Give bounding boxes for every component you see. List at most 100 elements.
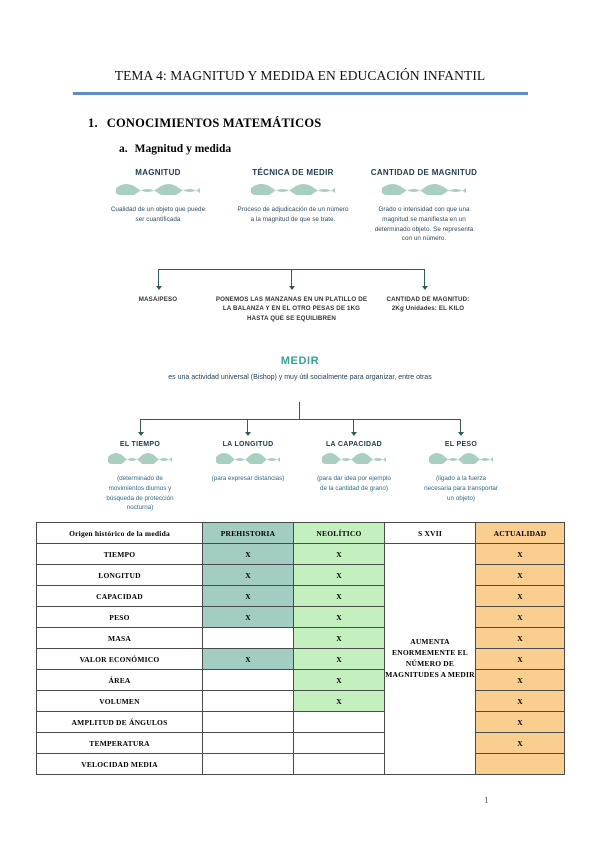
cell-actualidad: X: [475, 690, 565, 712]
header-divider: [73, 92, 528, 95]
table-header-row: Origen histórico de la medida PREHISTORI…: [36, 522, 565, 544]
cell-prehistoria: X: [202, 564, 294, 586]
leaf-box-la-capacidad: LA CAPACIDAD (para dar idea por ejemplo …: [314, 441, 394, 494]
page-title: TEMA 4: MAGNITUD Y MEDIDA EN EDUCACIÓN I…: [114, 68, 486, 83]
example-tecnica: PONEMOS LAS MANZANAS EN UN PLATILLO DE L…: [215, 296, 368, 322]
table-header-actualidad: ACTUALIDAD: [475, 522, 565, 544]
table-row: MASA X X: [36, 627, 565, 649]
connector-bus-medir: [140, 419, 460, 420]
cell-sxvii-merged: AUMENTA ENORMEMENTE EL NÚMERO DE MAGNITU…: [384, 543, 476, 775]
cell-neolitico: [293, 732, 385, 754]
row-label: TIEMPO: [36, 543, 203, 565]
table-row: AMPLITUD DE ÁNGULOS X: [36, 711, 565, 733]
cell-neolitico: X: [293, 543, 385, 565]
leaf-description: (para dar idea por ejemplo de la cantida…: [317, 475, 391, 492]
row-label: VOLUMEN: [36, 690, 203, 712]
cell-actualidad: X: [475, 732, 565, 754]
connector-down-peso: [460, 419, 461, 433]
cell-neolitico: X: [293, 669, 385, 691]
cell-neolitico: X: [293, 648, 385, 670]
cell-prehistoria: [202, 690, 294, 712]
cell-neolitico: X: [293, 627, 385, 649]
leaf-box-la-longitud: LA LONGITUD (para expresar distancias): [211, 441, 285, 484]
row-label: LONGITUD: [36, 564, 203, 586]
cell-actualidad: X: [475, 543, 565, 565]
medir-subtitle: es una actividad universal (Bishop) y mu…: [168, 374, 432, 381]
cell-actualidad: X: [475, 585, 565, 607]
cell-prehistoria: [202, 732, 294, 754]
table-row: LONGITUD X X X: [36, 564, 565, 586]
arrowhead-icon: [457, 432, 464, 436]
concept-title: MAGNITUD: [135, 168, 181, 177]
cell-prehistoria: X: [202, 585, 294, 607]
cell-prehistoria: [202, 669, 294, 691]
table-row: TEMPERATURA X: [36, 732, 565, 754]
table-row: CAPACIDAD X X X: [36, 585, 565, 607]
connector-down-capacidad: [353, 419, 354, 433]
cell-neolitico: [293, 711, 385, 733]
cell-prehistoria: [202, 711, 294, 733]
cell-neolitico: X: [293, 606, 385, 628]
connector-down-3: [424, 269, 425, 287]
table-row: VELOCIDAD MEDIA: [36, 753, 565, 775]
arrowhead-icon: [155, 286, 162, 290]
table-row: VOLUMEN X X: [36, 690, 565, 712]
heading-level-1: 1.CONOCIMIENTOS MATEMÁTICOS: [88, 116, 321, 131]
cell-prehistoria: X: [202, 648, 294, 670]
wave-divider-icon: [251, 184, 335, 195]
cell-prehistoria: [202, 627, 294, 649]
concept-description: Proceso de adjudicación de un número a l…: [237, 206, 349, 223]
concept-box-tecnica-de-medir: TÉCNICA DE MEDIR Proceso de adjudicación…: [237, 168, 349, 225]
leaf-title: EL TIEMPO: [119, 441, 161, 448]
table-header-neolitico: NEOLÍTICO: [293, 522, 385, 544]
wave-divider-icon: [216, 453, 280, 464]
cell-actualidad: X: [475, 648, 565, 670]
leaf-title: LA LONGITUD: [222, 441, 274, 448]
cell-neolitico: X: [293, 690, 385, 712]
medir-title: MEDIR: [280, 355, 320, 367]
connector-down-tiempo: [140, 419, 141, 433]
wave-divider-icon: [429, 453, 493, 464]
cell-actualidad: X: [475, 627, 565, 649]
concept-description: Grado o intensidad con que una magnitud …: [374, 206, 474, 243]
heading-level-2-text: Magnitud y medida: [134, 143, 232, 155]
wave-divider-icon: [116, 184, 200, 195]
table-row: ÁREA X X: [36, 669, 565, 691]
heading-level-2: a.Magnitud y medida: [119, 143, 231, 155]
arrowhead-icon: [421, 286, 428, 290]
leaf-description: (ligado a la fuerza necesaria para trans…: [424, 475, 498, 502]
arrowhead-icon: [350, 432, 357, 436]
connector-down-longitud: [247, 419, 248, 433]
cell-actualidad: X: [475, 564, 565, 586]
cell-actualidad: X: [475, 669, 565, 691]
arrowhead-icon: [137, 432, 144, 436]
connector-trunk-medir: [299, 402, 300, 419]
page-number: 1: [484, 795, 489, 805]
concept-title: CANTIDAD DE MAGNITUD: [370, 168, 478, 177]
example-magnitud: MASA/PESO: [138, 296, 178, 303]
historical-origin-table-wrapper: Origen histórico de la medida PREHISTORI…: [36, 522, 565, 775]
leaf-title: LA CAPACIDAD: [325, 441, 383, 448]
wave-divider-icon: [382, 184, 466, 195]
table-header-prehistoria: PREHISTORIA: [202, 522, 294, 544]
concept-title: TÉCNICA DE MEDIR: [252, 168, 334, 177]
historical-origin-table: Origen histórico de la medida PREHISTORI…: [36, 522, 565, 775]
leaf-box-el-tiempo: EL TIEMPO (determinado de movimientos di…: [103, 441, 177, 513]
row-label: TEMPERATURA: [36, 732, 203, 754]
wave-divider-icon: [108, 453, 172, 464]
table-header-origin: Origen histórico de la medida: [36, 522, 203, 544]
table-header-sxvii: S XVII: [384, 522, 476, 544]
cell-neolitico: X: [293, 564, 385, 586]
wave-divider-icon: [322, 453, 386, 464]
concept-box-cantidad-de-magnitud: CANTIDAD DE MAGNITUD Grado o intensidad …: [369, 168, 479, 244]
table-row: VALOR ECONÓMICO X X X: [36, 648, 565, 670]
connector-down-1: [158, 269, 159, 287]
cell-prehistoria: X: [202, 606, 294, 628]
row-label: VELOCIDAD MEDIA: [36, 753, 203, 775]
cell-neolitico: [293, 753, 385, 775]
table-body: TIEMPO X X AUMENTA ENORMEMENTE EL NÚMERO…: [36, 543, 565, 775]
heading-level-1-number: 1.: [88, 116, 98, 130]
row-label: MASA: [36, 627, 203, 649]
example-cantidad: CANTIDAD DE MAGNITUD: 2Kg Unidades: EL K…: [386, 296, 470, 313]
concept-description: Cualidad de un objeto que puede ser cuan…: [110, 206, 206, 223]
